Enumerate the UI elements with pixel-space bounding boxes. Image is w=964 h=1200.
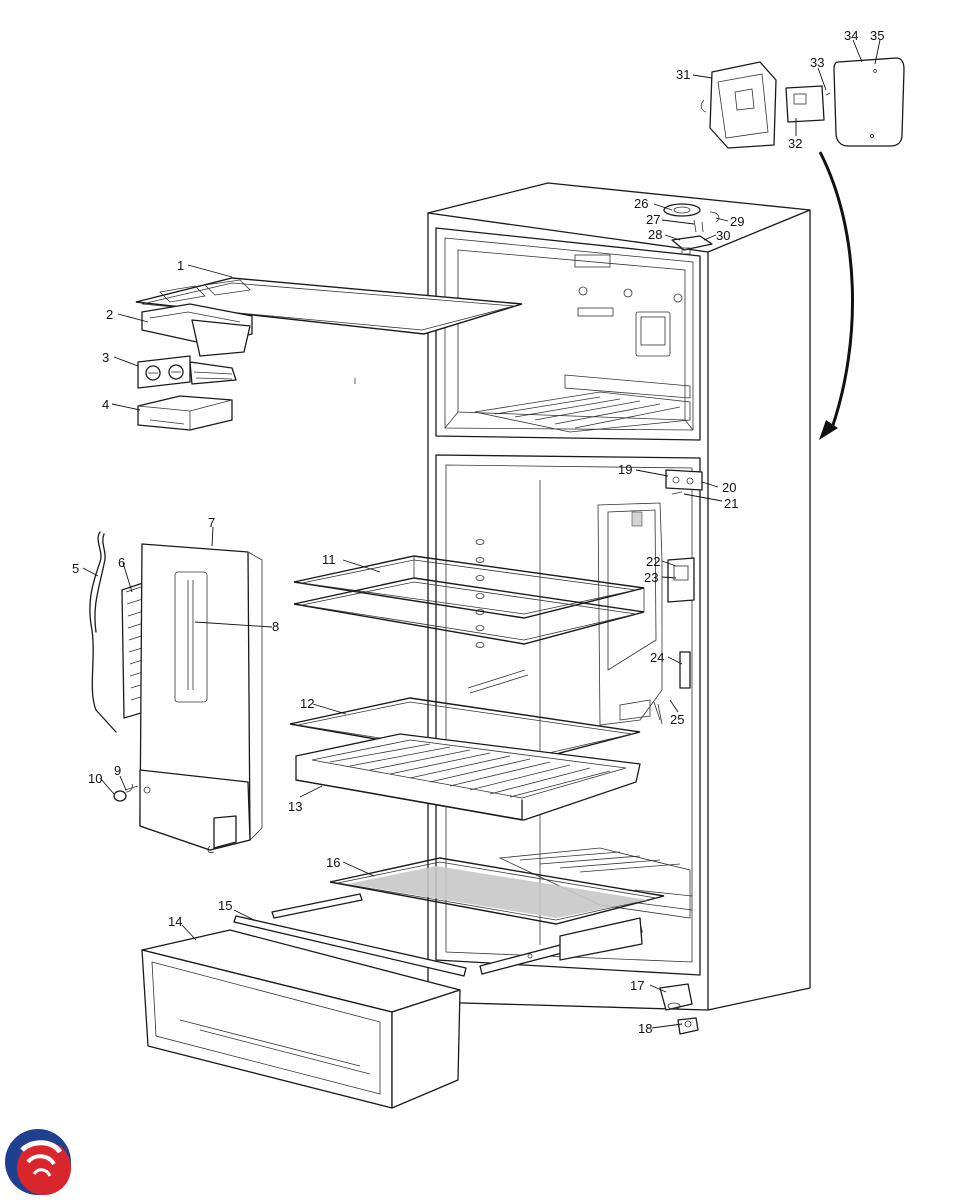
callout-34: 34 [844, 28, 858, 43]
callout-35: 35 [870, 28, 884, 43]
callout-25: 25 [670, 712, 684, 727]
freezer-glass-shelf [135, 277, 523, 335]
callout-24: 24 [650, 650, 664, 665]
callout-22: 22 [646, 554, 660, 569]
callout-5: 5 [72, 561, 79, 576]
callout-16: 16 [326, 855, 340, 870]
drawer-strip [233, 915, 467, 977]
callout-15: 15 [218, 898, 232, 913]
callout-14: 14 [168, 914, 182, 929]
callout-12: 12 [300, 696, 314, 711]
main-control-kit [700, 57, 905, 149]
wiring-harness [89, 531, 117, 733]
shelf-supports [467, 539, 529, 694]
callout-labels: 1 2 3 4 5 6 7 8 9 10 11 12 13 14 15 16 1… [72, 28, 884, 1036]
callout-27: 27 [646, 212, 660, 227]
control-board [667, 557, 695, 603]
callout-13: 13 [288, 799, 302, 814]
control-housing [597, 502, 663, 726]
crisper-glass-cover [329, 857, 665, 925]
callout-21: 21 [724, 496, 738, 511]
callout-3: 3 [102, 350, 109, 365]
lamp-assembly [113, 783, 139, 802]
callout-6: 6 [118, 555, 125, 570]
callout-29: 29 [730, 214, 744, 229]
callout-28: 28 [648, 227, 662, 242]
leader-lines [82, 39, 881, 1029]
callout-7: 7 [208, 515, 215, 530]
drawer-rails [271, 893, 643, 975]
callout-10: 10 [88, 771, 102, 786]
callout-23: 23 [644, 570, 658, 585]
callout-1: 1 [177, 258, 184, 273]
callout-20: 20 [722, 480, 736, 495]
callout-9: 9 [114, 763, 121, 778]
callout-8: 8 [272, 619, 279, 634]
callout-19: 19 [618, 462, 632, 477]
ice-maker-control [137, 355, 237, 389]
brand-logo [5, 1124, 71, 1195]
water-valve [659, 983, 699, 1035]
callout-4: 4 [102, 397, 109, 412]
damper-assembly [665, 469, 703, 495]
callout-2: 2 [106, 307, 113, 322]
callout-30: 30 [716, 228, 730, 243]
callout-33: 33 [810, 55, 824, 70]
assembly-arrow [818, 151, 855, 440]
callout-32: 32 [788, 136, 802, 151]
shelf-drawer [295, 733, 641, 821]
top-hinge-assembly [663, 203, 720, 255]
callout-11: 11 [322, 552, 336, 567]
ice-bin [137, 395, 233, 431]
crisper-drawer [141, 929, 461, 1109]
ice-maker [141, 303, 253, 357]
callout-26: 26 [634, 196, 648, 211]
callout-31: 31 [676, 67, 690, 82]
callout-17: 17 [630, 978, 644, 993]
sensor-parts [653, 651, 691, 725]
freezer-floor-grille [474, 374, 691, 433]
callout-18: 18 [638, 1021, 652, 1036]
fridge-glass-shelves [293, 555, 645, 645]
evaporator-cover [139, 543, 263, 853]
